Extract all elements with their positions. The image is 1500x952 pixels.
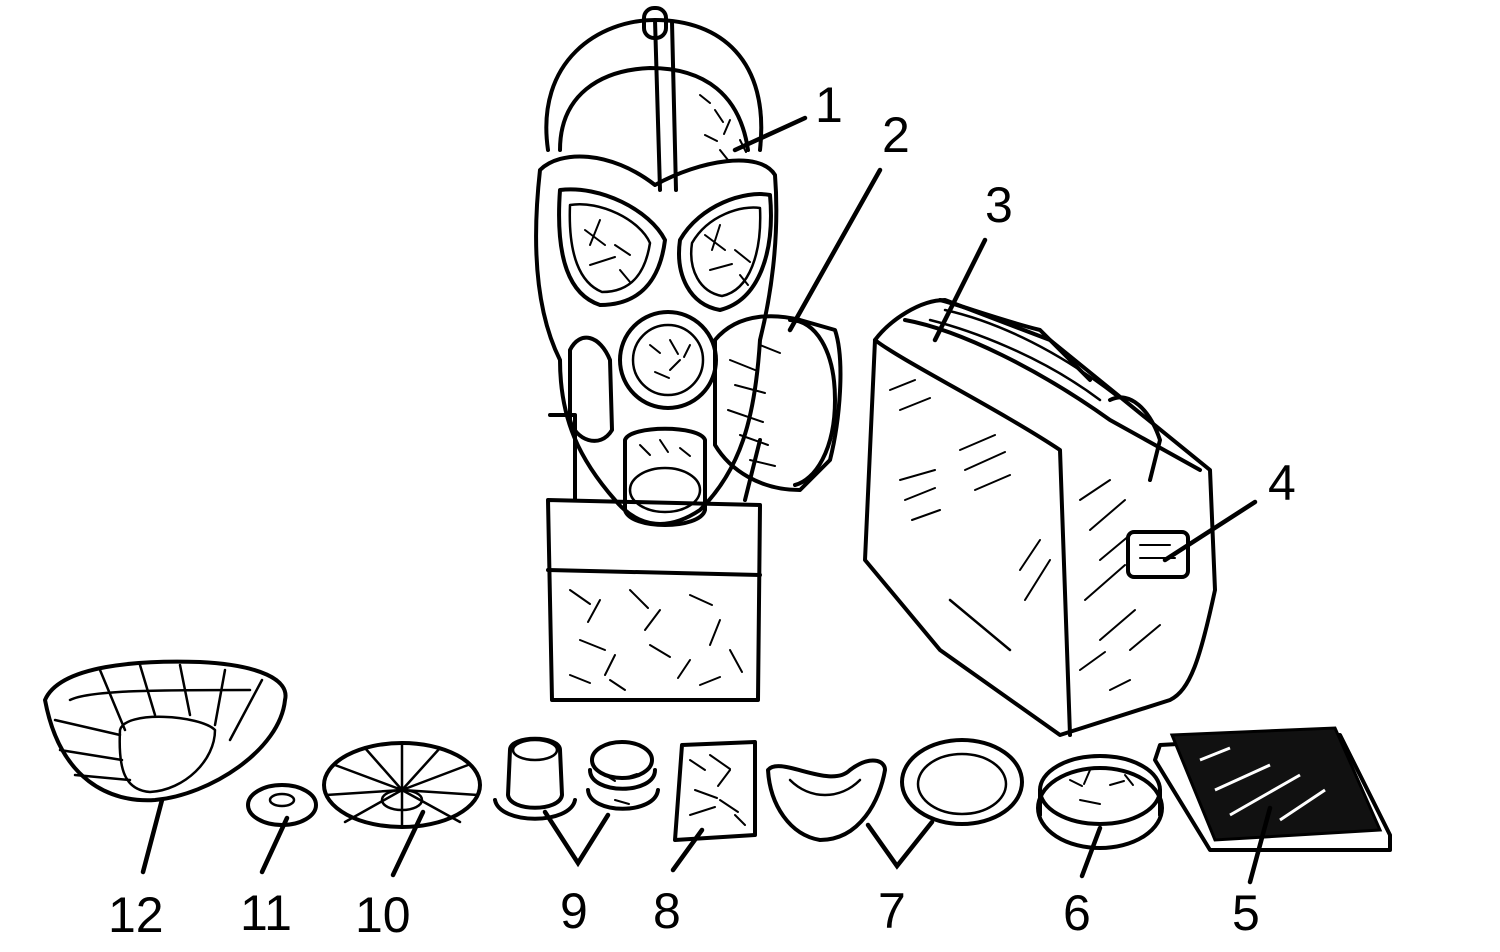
part-labels: 1 2 3 4 5 6 7 8 9 10 11 12 <box>108 77 1296 943</box>
leader-4 <box>1162 499 1258 563</box>
label-10: 10 <box>355 887 411 943</box>
leader-9 <box>542 809 611 868</box>
label-2: 2 <box>882 107 910 163</box>
label-8: 8 <box>653 883 681 939</box>
bowl-part <box>43 659 288 803</box>
carrying-bag <box>863 298 1217 737</box>
ring-part <box>900 738 1024 826</box>
label-7: 7 <box>878 883 906 939</box>
valve-cap-right <box>586 740 660 811</box>
label-4: 4 <box>1268 455 1296 511</box>
leader-12 <box>140 797 165 875</box>
pad-part <box>673 740 757 842</box>
label-1: 1 <box>815 77 843 133</box>
filter-canister <box>713 314 843 492</box>
label-9: 9 <box>560 883 588 939</box>
leader-8 <box>670 827 705 873</box>
disc-part <box>1036 754 1164 850</box>
leader-7 <box>865 819 935 870</box>
label-5: 5 <box>1232 885 1260 941</box>
small-washer <box>246 783 318 827</box>
curved-piece <box>766 758 887 842</box>
leader-5 <box>1247 805 1273 885</box>
plate-part <box>1153 726 1392 852</box>
leader-3 <box>932 237 988 343</box>
leader-2 <box>787 167 883 333</box>
valve-cap-left <box>493 736 577 821</box>
label-11: 11 <box>240 885 292 941</box>
leader-11 <box>259 815 290 875</box>
label-6: 6 <box>1063 885 1091 941</box>
label-3: 3 <box>985 177 1013 233</box>
label-12: 12 <box>108 887 164 943</box>
gas-mask <box>534 6 779 702</box>
leader-10 <box>390 809 426 878</box>
leader-6 <box>1079 825 1103 879</box>
leader-1 <box>732 115 808 153</box>
leader-lines <box>140 115 1273 885</box>
ribbed-disc <box>322 741 482 829</box>
